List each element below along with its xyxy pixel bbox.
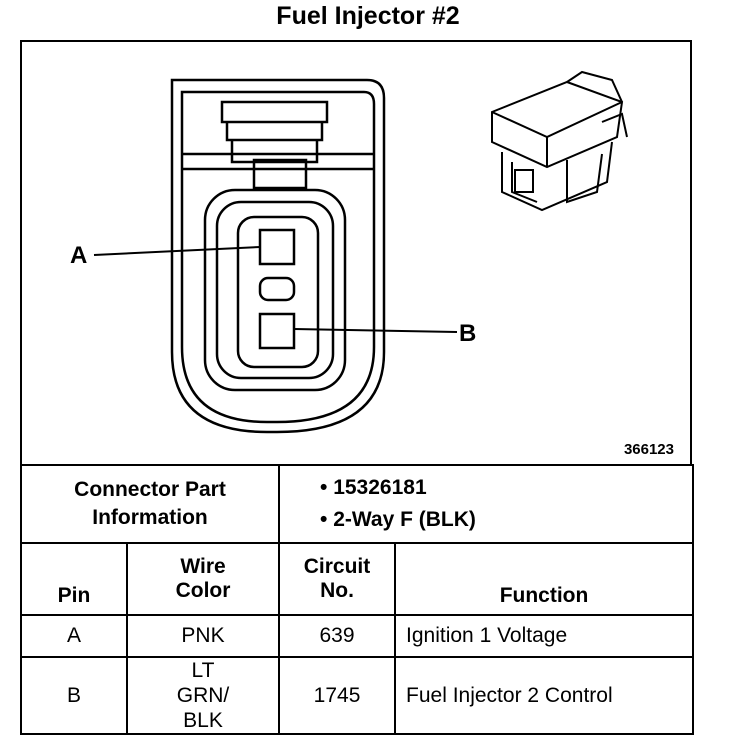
cell-pin: A (20, 614, 128, 658)
connector-figure: A B 366123 (20, 40, 692, 464)
header-function: Function (394, 542, 695, 616)
connector-part-number: • 15326181 (320, 476, 427, 499)
connector-housing-outline (170, 78, 386, 434)
header-wire-color: Wire Color (125, 542, 281, 616)
cell-pin: B (20, 656, 128, 735)
table-row: B LT GRN/ BLK 1745 Fuel Injector 2 Contr… (20, 656, 695, 735)
connector-info-values: • 15326181 • 2-Way F (BLK) (278, 464, 695, 544)
latch-tab (252, 158, 308, 190)
header-circuit-no: Circuit No. (278, 542, 397, 616)
cell-function: Fuel Injector 2 Control (394, 656, 695, 735)
cell-circuit-no: 1745 (278, 656, 397, 735)
cell-function: Ignition 1 Voltage (394, 614, 695, 658)
pin-b-cavity (258, 312, 296, 350)
cell-circuit-no: 639 (278, 614, 397, 658)
pinout-table: Connector Part Information • 15326181 • … (19, 464, 695, 735)
connector-housing-inner (180, 90, 376, 424)
pin-a-cavity (258, 228, 296, 266)
table-header-row: Pin Wire Color Circuit No. Function (20, 542, 695, 616)
table-row: A PNK 639 Ignition 1 Voltage (20, 614, 695, 658)
figure-id: 366123 (623, 441, 674, 458)
header-pin: Pin (20, 542, 128, 616)
cell-wire-color: LT GRN/ BLK (125, 656, 281, 735)
latch-top (220, 100, 329, 124)
pin-b-leader (293, 328, 458, 333)
pin-a-label: A (70, 242, 88, 269)
connector-info-label: Connector Part Information (19, 464, 281, 544)
cell-wire-color: PNK (125, 614, 281, 658)
pin-a-leader (93, 246, 261, 256)
connector-face (203, 188, 347, 392)
connector-iso-view (491, 70, 628, 212)
connector-type: • 2-Way F (BLK) (320, 508, 476, 531)
pin-b-label: B (459, 320, 477, 347)
connector-drawing (93, 70, 628, 434)
connector-info-row: Connector Part Information • 15326181 • … (19, 464, 695, 544)
page-title: Fuel Injector #2 (276, 2, 460, 30)
